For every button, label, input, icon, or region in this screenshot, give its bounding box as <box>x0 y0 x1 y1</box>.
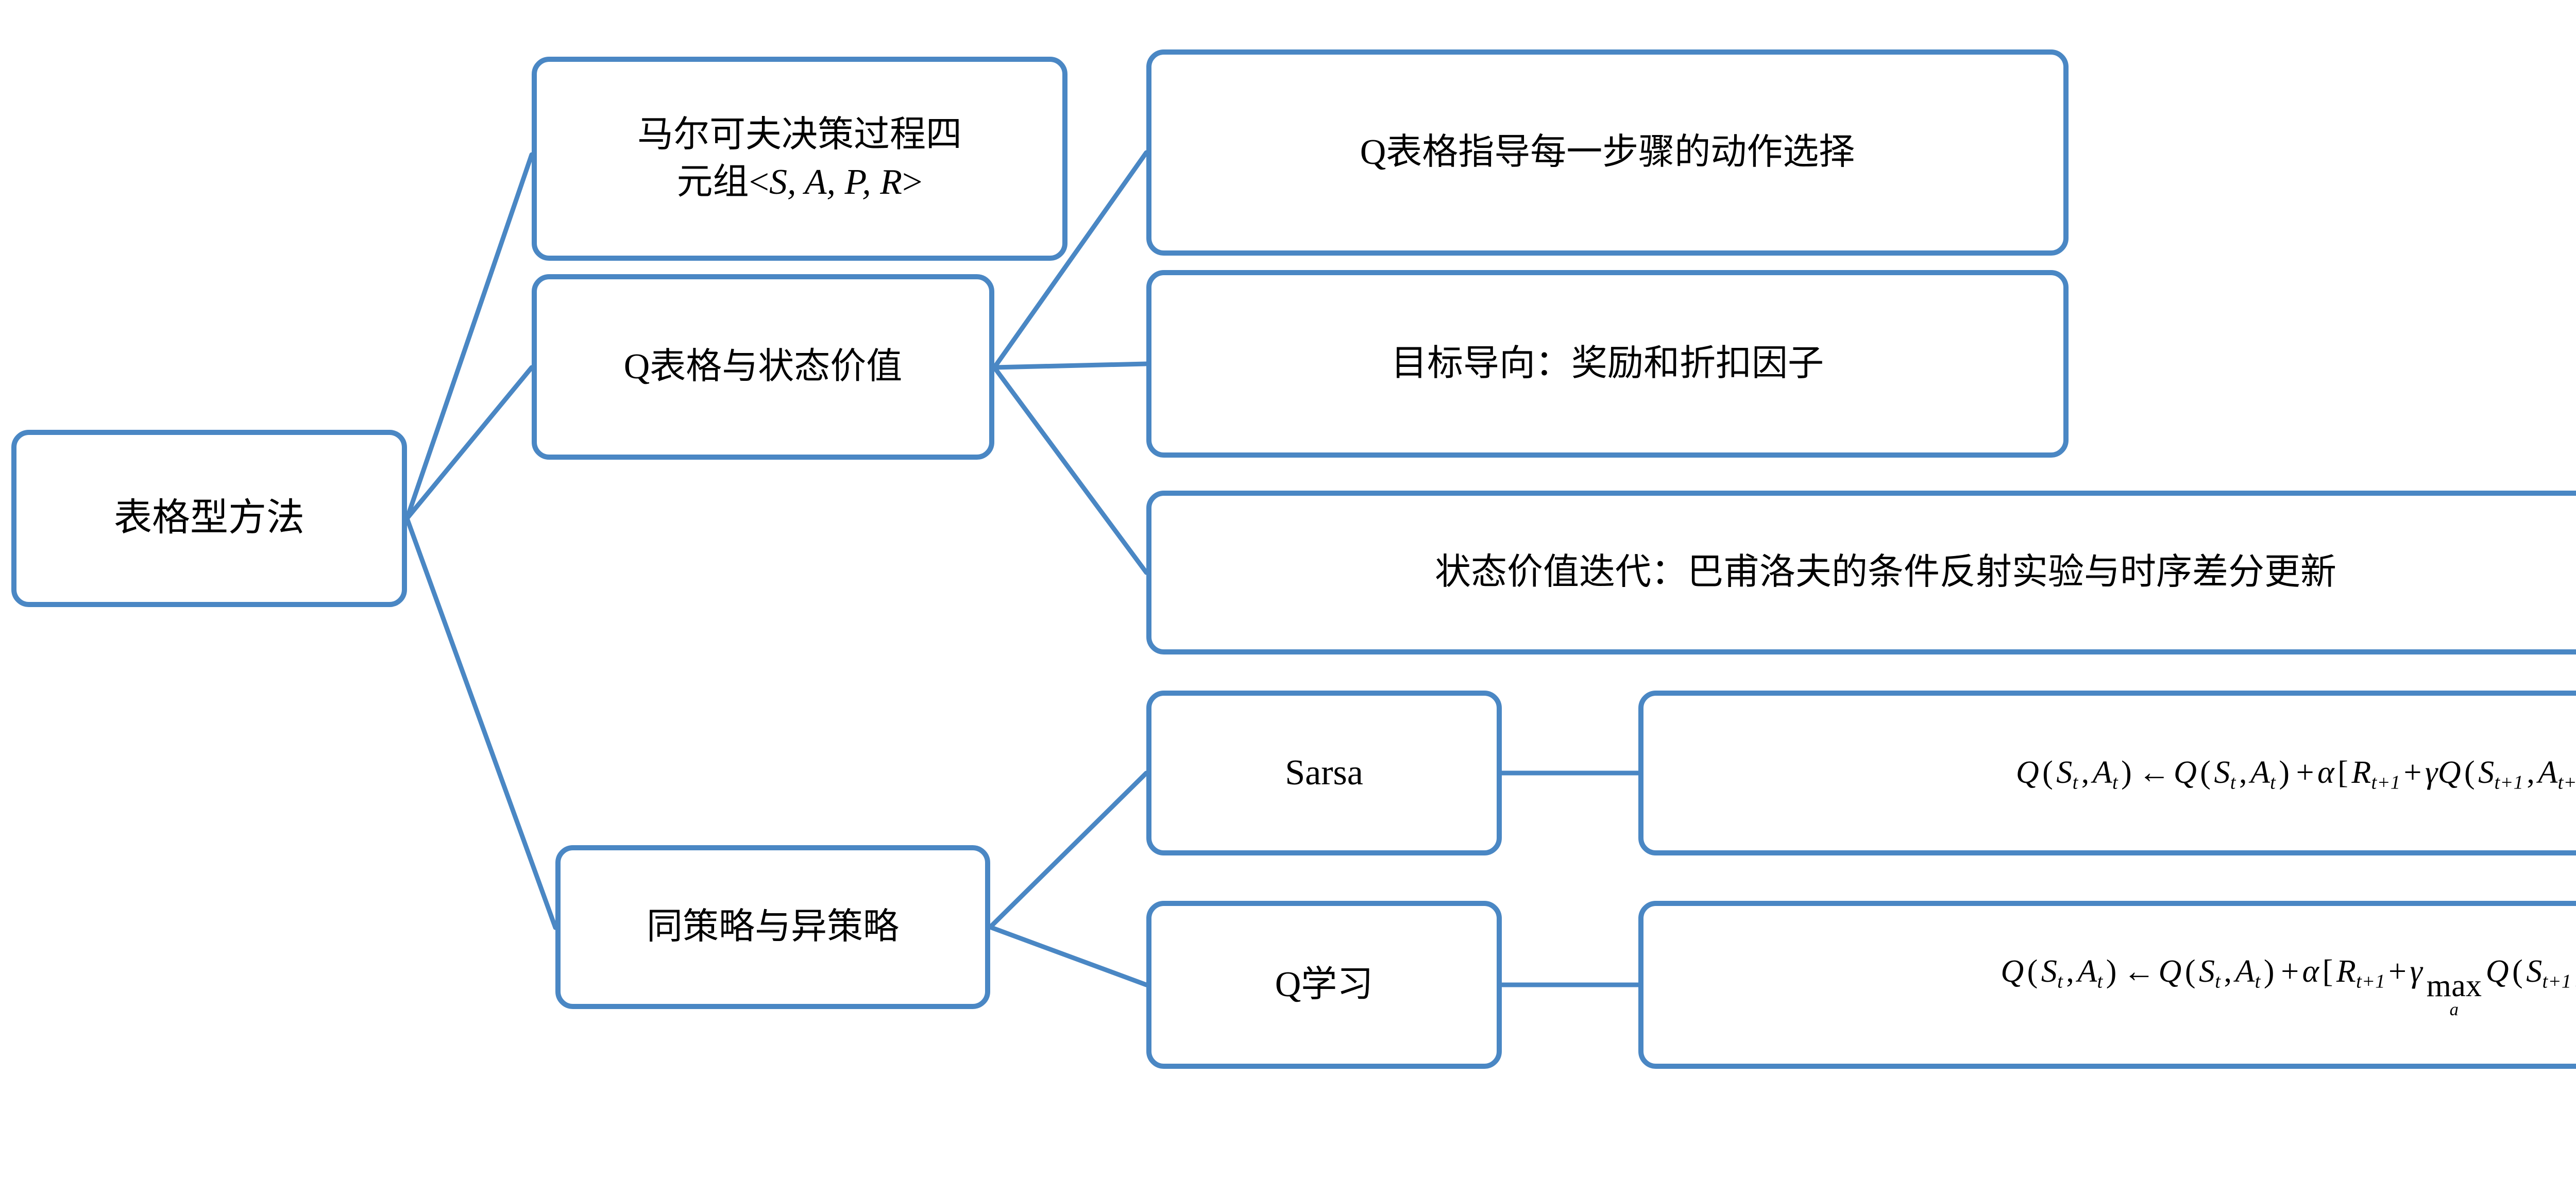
sym-a: A <box>2077 953 2097 989</box>
edge-policy-to-qlearning <box>988 925 1149 987</box>
edge-qtable-to-goal <box>992 361 1149 370</box>
sym-tp1: t+1 <box>2494 771 2524 794</box>
sym-t: t <box>2215 970 2221 993</box>
sym-a: A <box>2250 755 2270 791</box>
sym-tp1: t+1 <box>2542 970 2572 993</box>
sym-q: Q <box>2437 755 2461 791</box>
node-root-label: 表格型方法 <box>114 497 304 540</box>
sym-tp1: t+1 <box>2371 771 2401 794</box>
sym-lbracket: [ <box>2337 755 2349 791</box>
sym-t: t <box>2057 970 2063 993</box>
sym-a: A <box>2235 953 2255 989</box>
sym-s: S <box>2198 953 2215 989</box>
node-td-update-label: 状态价值迭代：巴甫洛夫的条件反射实验与时序差分更新 <box>1435 552 2336 592</box>
node-td-update[interactable]: 状态价值迭代：巴甫洛夫的条件反射实验与时序差分更新 <box>1146 491 2576 654</box>
node-mdp-line1: 马尔可夫决策过程四 <box>637 114 962 155</box>
sym-t: t <box>2230 771 2236 794</box>
sym-plus: + <box>2388 953 2407 989</box>
node-goal-oriented[interactable]: 目标导向：奖励和折扣因子 <box>1146 270 2069 458</box>
edge-qtable-to-action-select <box>992 150 1149 370</box>
sym-rparen: ) <box>2279 755 2290 791</box>
sym-a: A <box>2538 755 2558 791</box>
sym-t: t <box>2112 771 2118 794</box>
sym-tp1: t+1 <box>2557 771 2576 794</box>
sym-r: R <box>2336 953 2357 989</box>
node-goal-oriented-label: 目标导向：奖励和折扣因子 <box>1391 343 1824 383</box>
sym-arrow: ← <box>2138 755 2171 791</box>
edge-root-to-mdp <box>404 152 534 521</box>
sym-lparen: ( <box>2184 953 2196 989</box>
node-formula-qlearning[interactable]: Q(St,At)←Q(St,At)+α[Rt+1+γmaxaQ(St+1,a)−… <box>1638 901 2576 1069</box>
sym-plus: + <box>2296 755 2314 791</box>
sym-q: Q <box>2485 953 2509 989</box>
node-qlearning[interactable]: Q学习 <box>1146 901 1502 1069</box>
node-root[interactable]: 表格型方法 <box>11 430 407 607</box>
node-sarsa-label: Sarsa <box>1285 752 1363 793</box>
node-qlearning-label: Q学习 <box>1275 964 1374 1004</box>
sym-alpha: α <box>2317 755 2334 791</box>
sym-alpha: α <box>2302 953 2319 989</box>
sym-rparen: ) <box>2263 953 2275 989</box>
sym-s: S <box>2041 953 2058 989</box>
sym-a: A <box>2092 755 2112 791</box>
node-mdp[interactable]: 马尔可夫决策过程四 元组<S, A, P, R> <box>532 57 1067 261</box>
sym-r: R <box>2351 755 2371 791</box>
sym-lparen: ( <box>2512 953 2523 989</box>
sym-max: max <box>2426 968 2482 1004</box>
sym-lbracket: [ <box>2322 953 2333 989</box>
node-policy[interactable]: 同策略与异策略 <box>555 845 990 1009</box>
edge-root-to-policy <box>404 516 558 930</box>
sym-t: t <box>2255 970 2261 993</box>
sym-plus: + <box>2403 755 2422 791</box>
sym-q: Q <box>2001 953 2024 989</box>
sym-rparen: ) <box>2121 755 2132 791</box>
sym-gamma: γ <box>2425 755 2438 791</box>
edge-qtable-to-td <box>992 365 1149 575</box>
sym-comma: , <box>2081 755 2090 791</box>
sym-s: S <box>2214 755 2230 791</box>
node-mdp-line2-suffix: > <box>902 162 923 202</box>
formula-sarsa-expression: Q(St,At)←Q(St,At)+α[Rt+1+γQ(St+1,At+1)−Q… <box>1653 752 2576 794</box>
node-mdp-label: 马尔可夫决策过程四 元组<S, A, P, R> <box>546 111 1053 207</box>
sym-t: t <box>2270 771 2276 794</box>
sym-s: S <box>2478 755 2495 791</box>
node-mdp-line2-vars: S, A, P, R <box>769 162 902 202</box>
sym-q: Q <box>2158 953 2182 989</box>
sym-comma: , <box>2239 755 2247 791</box>
sym-s: S <box>2056 755 2073 791</box>
node-qtable[interactable]: Q表格与状态价值 <box>532 274 994 460</box>
sym-q: Q <box>2015 755 2039 791</box>
node-qtable-label: Q表格与状态价值 <box>623 346 903 387</box>
node-action-select-label: Q表格指导每一步骤的动作选择 <box>1360 132 1855 172</box>
sym-lparen: ( <box>2042 755 2054 791</box>
sym-comma: , <box>2527 755 2535 791</box>
sym-lparen: ( <box>2027 953 2038 989</box>
sym-tp1: t+1 <box>2356 970 2385 993</box>
node-formula-sarsa[interactable]: Q(St,At)←Q(St,At)+α[Rt+1+γQ(St+1,At+1)−Q… <box>1638 691 2576 855</box>
node-policy-label: 同策略与异策略 <box>647 906 899 947</box>
node-action-select[interactable]: Q表格指导每一步骤的动作选择 <box>1146 49 2069 256</box>
sym-s: S <box>2526 953 2543 989</box>
sym-comma: , <box>2571 954 2576 989</box>
sym-lparen: ( <box>2200 755 2211 791</box>
sym-t: t <box>2072 771 2078 794</box>
sym-max-subscript: a <box>2449 999 2459 1020</box>
sym-comma: , <box>2224 953 2232 989</box>
edge-policy-to-sarsa <box>988 770 1149 930</box>
sym-q: Q <box>2174 755 2197 791</box>
sym-rparen: ) <box>2106 953 2117 989</box>
formula-qlearning-expression: Q(St,At)←Q(St,At)+α[Rt+1+γmaxaQ(St+1,a)−… <box>1653 951 2576 1019</box>
sym-comma: , <box>2066 953 2075 989</box>
sym-gamma: γ <box>2410 953 2423 989</box>
node-sarsa[interactable]: Sarsa <box>1146 691 1502 855</box>
sym-lparen: ( <box>2464 755 2475 791</box>
node-mdp-line2-prefix: 元组< <box>676 162 769 202</box>
sym-arrow: ← <box>2123 953 2156 989</box>
sym-plus: + <box>2281 953 2299 989</box>
edge-root-to-qtable <box>404 365 534 521</box>
sym-t: t <box>2097 970 2103 993</box>
